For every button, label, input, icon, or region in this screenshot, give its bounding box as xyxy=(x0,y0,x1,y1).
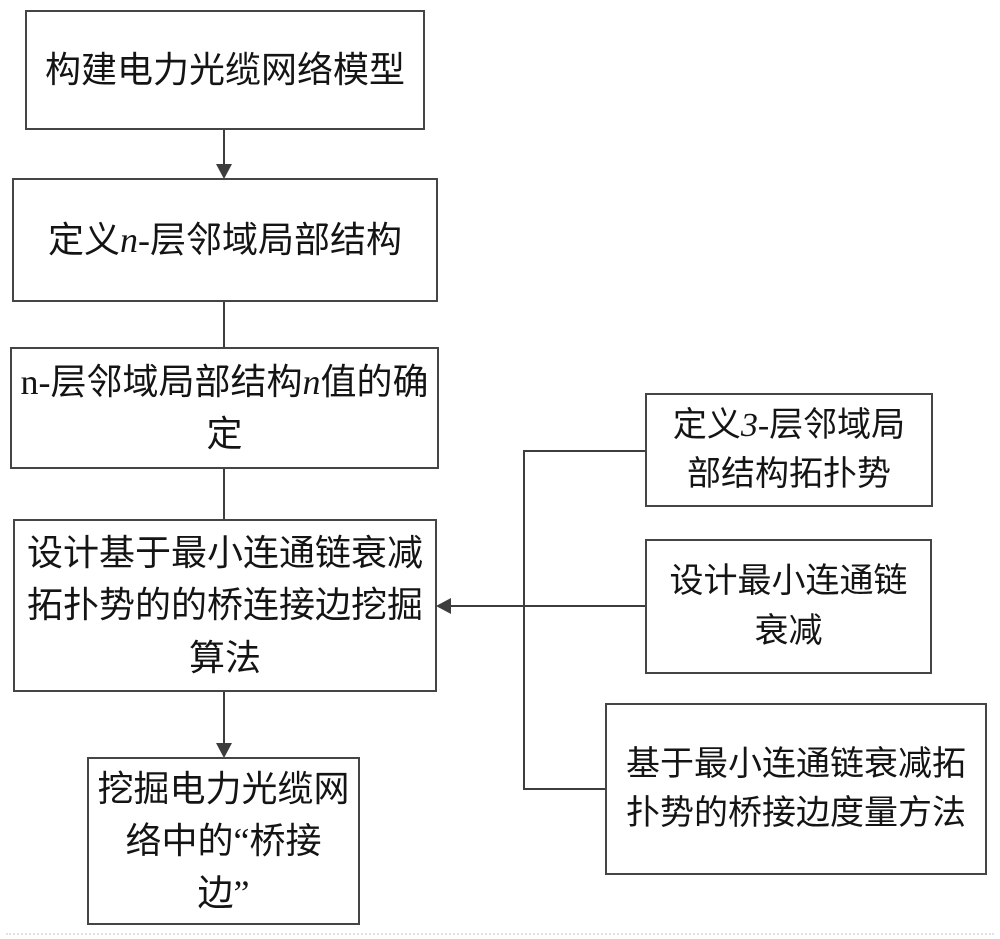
step-define-3-layer-topology-potential: 定义3-层邻域局 部结构拓扑势 xyxy=(645,393,933,507)
label-pre: 定义 xyxy=(672,406,741,444)
arrow-left-icon xyxy=(436,598,451,614)
label-post: 值的确 定 xyxy=(206,361,429,454)
merge-tree-vertical-line xyxy=(523,451,525,790)
step-bridge-edge-measurement-method: 基于最小连通链衰减拓 扑势的桥接边度量方法 xyxy=(605,703,987,875)
step-define-n-layer-structure: 定义n-层邻域局部结构 xyxy=(12,178,438,302)
label-post: -层邻域局部结构 xyxy=(138,219,402,260)
connector-box1-box2-line xyxy=(223,130,225,166)
step-design-min-chain-attenuation: 设计最小连通链 衰减 xyxy=(645,539,932,674)
step-build-network-model: 构建电力光缆网络模型 xyxy=(25,10,425,130)
step-label: 构建电力光缆网络模型 xyxy=(44,49,405,90)
arrow-down-icon xyxy=(216,743,232,758)
step-label: 定义3-层邻域局 部结构拓扑势 xyxy=(647,401,931,500)
connector-box4-box5-line xyxy=(223,692,225,744)
step-determine-n-value: n-层邻域局部结构n值的确 定 xyxy=(10,347,439,469)
step-label: 设计最小连通链 衰减 xyxy=(669,563,908,650)
step-label: 基于最小连通链衰减拓 扑势的桥接边度量方法 xyxy=(626,745,966,832)
connector-box2-box3-line xyxy=(223,302,225,347)
step-design-mining-algorithm: 设计基于最小连通链衰减 拓扑势的的桥连接边挖掘 算法 xyxy=(13,519,437,692)
label-variable: n xyxy=(120,219,138,260)
step-label: 设计基于最小连通链衰减 拓扑势的的桥连接边挖掘 算法 xyxy=(26,533,423,678)
merge-branch-top-line xyxy=(523,450,645,452)
scan-artifact-line xyxy=(6,933,994,935)
connector-box3-box4-line xyxy=(223,469,225,519)
merge-branch-middle-line xyxy=(449,605,645,607)
step-label: 挖掘电力光缆网 络中的“桥接 边” xyxy=(97,768,350,914)
merge-branch-bottom-line xyxy=(523,788,605,790)
arrow-down-icon xyxy=(216,164,232,179)
label-variable: n xyxy=(302,361,321,402)
label-post: -层邻域局 部结构拓扑势 xyxy=(687,406,906,493)
step-label: n-层邻域局部结构n值的确 定 xyxy=(12,356,437,460)
label-pre: 定义 xyxy=(47,219,120,260)
label-pre: n-层邻域局部结构 xyxy=(20,361,303,402)
step-label: 定义n-层邻域局部结构 xyxy=(14,214,436,266)
label-variable: 3 xyxy=(740,406,758,444)
step-mine-bridge-edges: 挖掘电力光缆网 络中的“桥接 边” xyxy=(87,757,360,925)
